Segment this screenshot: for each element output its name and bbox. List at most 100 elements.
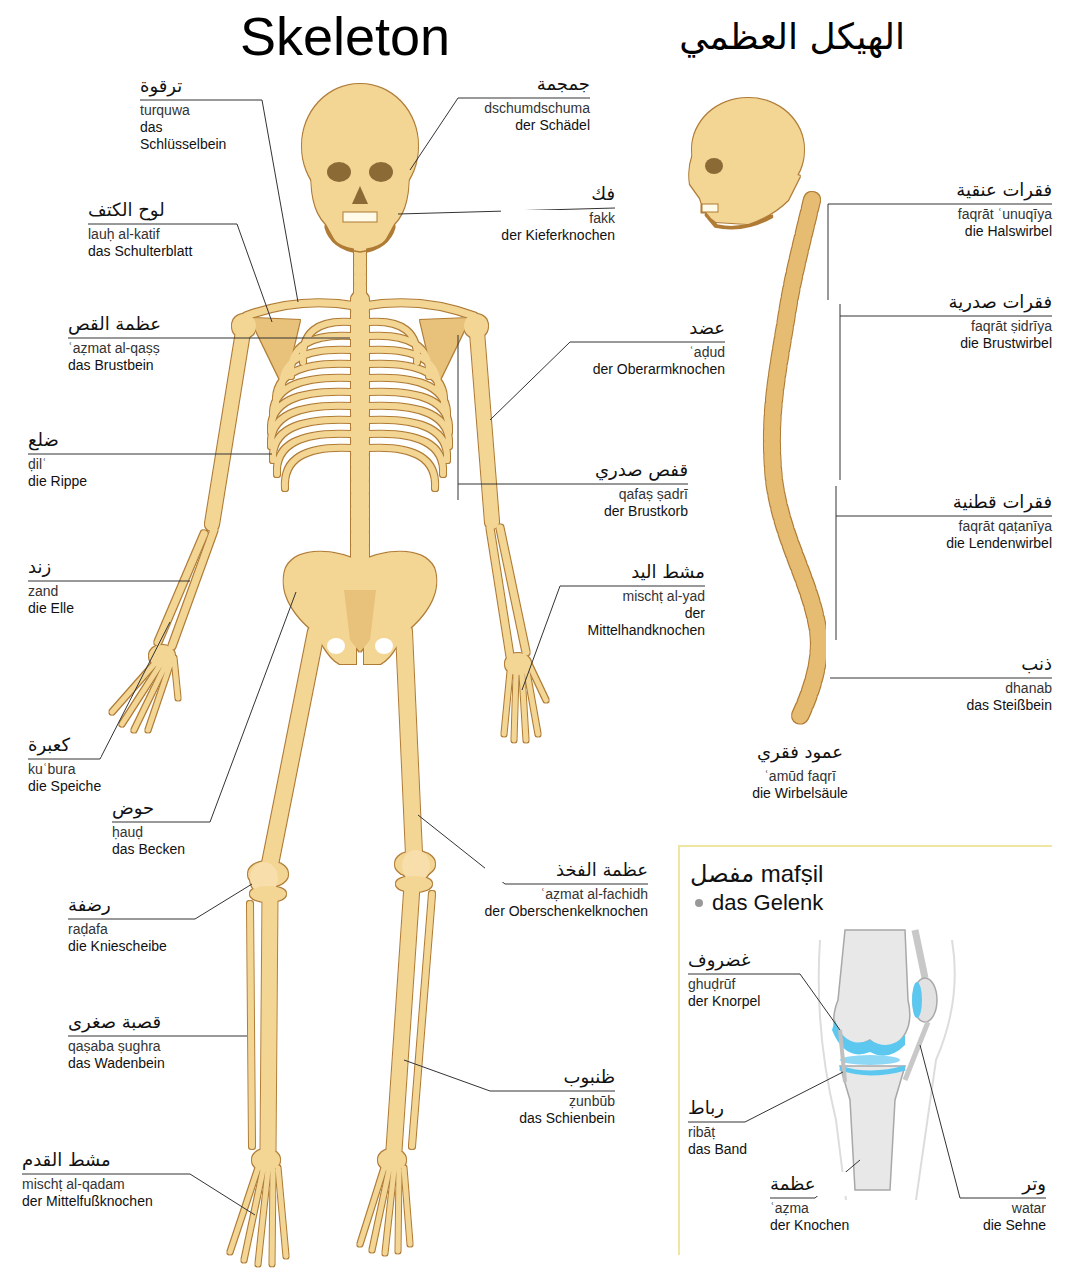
- bracket: [828, 204, 829, 300]
- label-german: der Knochen: [770, 1217, 849, 1234]
- leader-line: [840, 316, 1052, 317]
- label-transliteration: ribāṭ: [688, 1124, 747, 1141]
- meniscus: [840, 1055, 900, 1065]
- sternum: [352, 312, 368, 422]
- hand-bones: [112, 658, 178, 730]
- leader-line: [458, 484, 688, 485]
- humerus: [477, 332, 492, 522]
- leader-line: [522, 586, 705, 690]
- label-arabic: وتر: [983, 1172, 1046, 1196]
- radius: [500, 528, 526, 652]
- ligament: [840, 1030, 845, 1082]
- face: [689, 140, 800, 224]
- label-german: das Steißbein: [966, 697, 1052, 714]
- nose: [352, 186, 368, 204]
- leader-line: [490, 342, 725, 420]
- eye-socket: [705, 158, 723, 174]
- callout: فقرات عنقيةfaqrāt ʿunuqīyadie Halswirbel: [956, 178, 1052, 240]
- label-transliteration: lauḥ al-katif: [88, 226, 192, 243]
- half-skeleton-mirror: [364, 303, 474, 664]
- teeth: [343, 212, 377, 222]
- tibia: [840, 1066, 905, 1190]
- callout: ذنب dhanabdas Steißbein: [966, 652, 1052, 714]
- label-transliteration: ẓunbūb: [519, 1093, 615, 1110]
- label-arabic: فقرات صدرية: [949, 290, 1052, 314]
- callout: مشط اليدmischṭ al-yadder Mittelhandknoch…: [565, 560, 705, 639]
- tibia: [394, 886, 412, 1150]
- callout: فقرات قطنيةfaqrāt qaṭanīyadie Lendenwirb…: [946, 490, 1052, 552]
- label-german: das Band: [688, 1141, 747, 1158]
- cartilage: [840, 1068, 905, 1073]
- label-transliteration: ʿaḍud: [593, 344, 725, 361]
- label-transliteration: dhanab: [966, 680, 1052, 697]
- bracket: [836, 486, 837, 640]
- callout: جمجمةdschumdschumader Schädel: [484, 72, 590, 134]
- femur: [270, 632, 316, 864]
- label-transliteration: raḍafa: [68, 921, 167, 938]
- side-spine: [689, 98, 819, 716]
- label-transliteration: faqrāt ṣidrīya: [949, 318, 1052, 335]
- label-german: der Mittelhandknochen: [565, 605, 705, 639]
- callout: زندzanddie Elle: [28, 555, 74, 617]
- sacrum: [344, 590, 376, 652]
- half-skeleton: [246, 303, 356, 664]
- eye-socket: [369, 162, 393, 182]
- leader-line: [920, 1045, 1046, 1198]
- cartilage: [912, 982, 922, 1018]
- jaw: [326, 226, 394, 252]
- leader-line: [688, 1072, 843, 1122]
- label-transliteration: ʿaẓmat al-qaṣṣ: [68, 340, 161, 357]
- clavicle: [246, 303, 356, 316]
- label-transliteration: kuʿbura: [28, 761, 101, 778]
- label-german: das Schulterblatt: [88, 243, 192, 260]
- callout: عظمة الفخذʿaẓmat al-fachidhder Oberschen…: [485, 858, 648, 920]
- label-arabic: ذنب: [966, 652, 1052, 676]
- label-arabic: رضفة: [68, 893, 167, 917]
- callout: عمود فقريʿamūd faqrīdie Wirbelsäule: [715, 740, 885, 802]
- label-german: die Wirbelsäule: [715, 785, 885, 802]
- pelvis: [284, 552, 356, 664]
- label-german: die Speiche: [28, 778, 101, 795]
- label-arabic: مشط القدم: [22, 1148, 153, 1172]
- callout: غضروفghuḍrūfder Knorpel: [688, 948, 760, 1010]
- leader-line: [688, 974, 840, 1030]
- label-arabic: غضروف: [688, 948, 760, 972]
- label-german: der Schädel: [484, 117, 590, 134]
- bracket: [840, 304, 841, 480]
- label-german: das Becken: [112, 841, 185, 858]
- leader-line: [28, 622, 170, 759]
- label-transliteration: zand: [28, 583, 74, 600]
- callout: عظمة القصʿaẓmat al-qaṣṣdas Brustbein: [68, 312, 161, 374]
- label-german: die Kniescheibe: [68, 938, 167, 955]
- label-german: das Schienbein: [519, 1110, 615, 1127]
- callout: لوح الكتف lauḥ al-katifdas Schulterblatt: [88, 198, 192, 260]
- leader-line: [68, 884, 252, 919]
- leader-line: [28, 581, 190, 582]
- humerus: [212, 332, 243, 524]
- label-transliteration: faqrāt qaṭanīya: [946, 518, 1052, 535]
- label-german: der Mittelfußknochen: [22, 1193, 153, 1210]
- label-german: der Brustkorb: [595, 503, 688, 520]
- hand-bones: [504, 662, 546, 740]
- label-transliteration: ʿaẓmat al-fachidh: [485, 886, 648, 903]
- label-german: die Elle: [28, 600, 74, 617]
- callout: قصبة صغرىqaṣaba ṣughradas Wadenbein: [68, 1010, 165, 1072]
- callout: ضلعḍilʿdie Rippe: [28, 428, 87, 490]
- callout: رضفة raḍafadie Kniescheibe: [68, 893, 167, 955]
- leader-line: [828, 204, 1052, 205]
- label-transliteration: mischṭ al-yad: [565, 588, 705, 605]
- ligament: [905, 1022, 928, 1080]
- label-arabic: رباط: [688, 1096, 747, 1120]
- eye-socket: [327, 162, 351, 182]
- label-transliteration: dschumdschuma: [484, 100, 590, 117]
- label-arabic: لوح الكتف: [88, 198, 192, 222]
- label-german: die Sehne: [983, 1217, 1046, 1234]
- label-arabic: عظمة القص: [68, 312, 161, 336]
- teeth: [702, 204, 718, 212]
- label-german: der Oberarmknochen: [593, 361, 725, 378]
- leader-lines: [22, 98, 1052, 1215]
- label-german: die Brustwirbel: [949, 335, 1052, 352]
- foot-bones: [360, 1168, 410, 1253]
- title-arabic: الهيكل العظمي: [679, 14, 905, 61]
